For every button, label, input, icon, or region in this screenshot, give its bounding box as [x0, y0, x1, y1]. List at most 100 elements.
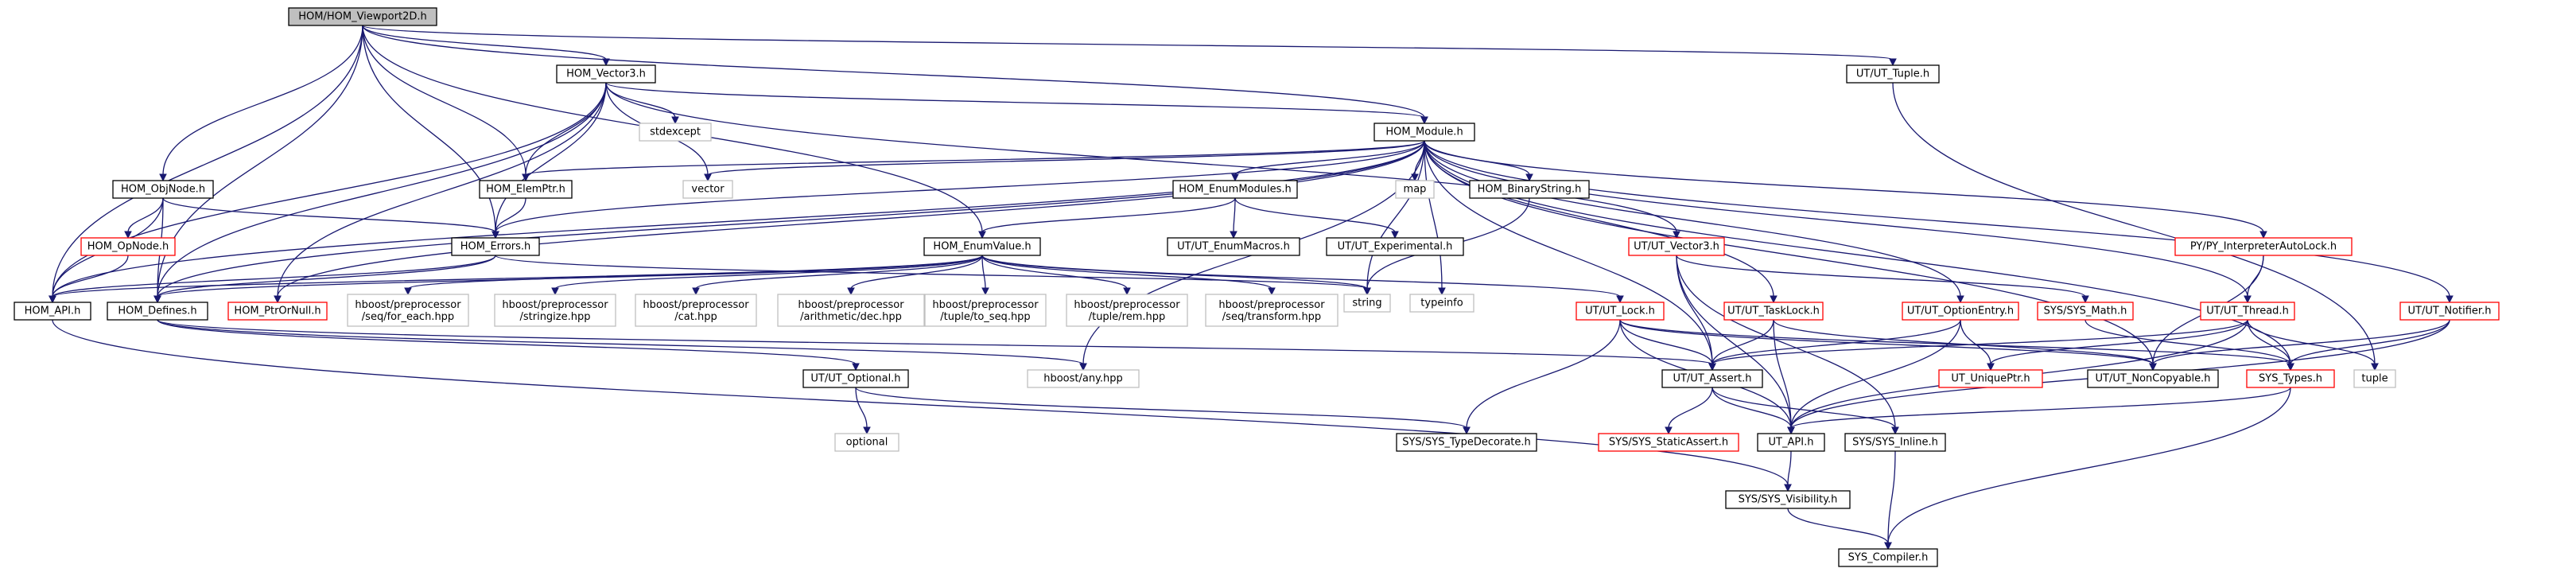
node-opnode[interactable]: HOM_OpNode.h [80, 237, 176, 256]
node-label: HOM/HOM_Viewport2D.h [298, 11, 426, 23]
node-compiler[interactable]: SYS_Compiler.h [1838, 548, 1938, 567]
edge-ut_thread-to-ut_assert [1708, 319, 2248, 372]
node-ut-thread[interactable]: UT/UT_Thread.h [2200, 302, 2295, 321]
node-ut-vector3[interactable]: UT/UT_Vector3.h [1628, 237, 1725, 256]
node-enummodules[interactable]: HOM_EnumModules.h [1172, 180, 1298, 199]
node-label: UT/UT_NonCopyable.h [2096, 373, 2211, 385]
node-vector3[interactable]: HOM_Vector3.h [556, 64, 656, 84]
node-uniqueptr[interactable]: UT_UniquePtr.h [1938, 369, 2043, 388]
edge-interp_lock-to-ut_thread [2244, 255, 2264, 304]
node-sys-types[interactable]: SYS_Types.h [2246, 369, 2335, 388]
node-errors[interactable]: HOM_Errors.h [451, 237, 540, 256]
node-api[interactable]: HOM_API.h [14, 302, 91, 321]
node-label: SYS/SYS_TypeDecorate.h [1402, 437, 1531, 449]
node-label: PY/PY_InterpreterAutoLock.h [2190, 241, 2337, 253]
node-label: UT/UT_Vector3.h [1634, 241, 1719, 253]
node-label: typeinfo [1420, 298, 1463, 309]
node-label: UT/UT_Notifier.h [2408, 306, 2492, 317]
node-label: vector [691, 184, 725, 196]
node-interp-lock[interactable]: PY/PY_InterpreterAutoLock.h [2174, 237, 2353, 256]
edge-ut_assert-to-ut_api [1712, 387, 1795, 435]
node-tasklock[interactable]: UT/UT_TaskLock.h [1723, 302, 1824, 321]
edge-root-to-errors [362, 25, 499, 239]
edge-defines-to-any [157, 319, 1087, 372]
node-noncopyable[interactable]: UT/UT_NonCopyable.h [2087, 369, 2219, 388]
node-ut-optional[interactable]: UT/UT_Optional.h [802, 369, 909, 388]
node-label: UT_API.h [1769, 437, 1814, 449]
node-label: UT/UT_TaskLock.h [1727, 306, 1820, 317]
node-typeinfo[interactable]: typeinfo [1409, 294, 1474, 313]
node-label: HOM_Module.h [1385, 126, 1463, 138]
edge-module-to-typeinfo [1424, 140, 1446, 296]
node-experimental[interactable]: UT/UT_Experimental.h [1326, 237, 1464, 256]
edge-enumvalue-to-pp_toseq [981, 255, 989, 296]
node-pp-transform[interactable]: hboost/preprocessor/seq/transform.hpp [1205, 294, 1339, 327]
node-binarystring[interactable]: HOM_BinaryString.h [1469, 180, 1590, 199]
node-optional[interactable]: optional [834, 433, 899, 452]
node-label: UT/UT_Thread.h [2206, 306, 2289, 317]
edge-ut_assert-to-staticassert [1665, 387, 1713, 435]
edge-ut_lock-to-noncopyable [1619, 319, 2157, 372]
node-label: UT/UT_EnumMacros.h [1177, 241, 1290, 253]
node-label: HOM_API.h [25, 306, 81, 317]
node-ptrornull[interactable]: HOM_PtrOrNull.h [227, 302, 328, 321]
node-vector[interactable]: vector [682, 180, 733, 199]
edge-enumvalue-to-string [981, 255, 1371, 296]
edge-module-to-sys_types [1424, 140, 2294, 372]
node-label: string [1352, 298, 1381, 309]
node-pp-toseq[interactable]: hboost/preprocessor/tuple/to_seq.hpp [924, 294, 1047, 327]
node-ut-lock[interactable]: UT/UT_Lock.h [1576, 302, 1665, 321]
edge-root-to-tuple_ut [362, 25, 1897, 67]
edge-root-to-vector3 [362, 25, 610, 67]
node-map[interactable]: map [1395, 180, 1435, 199]
edge-opnode-to-api [49, 255, 129, 304]
node-string[interactable]: string [1343, 294, 1391, 313]
node-defines[interactable]: HOM_Defines.h [107, 302, 208, 321]
edge-enummodules-to-enummacros [1230, 197, 1237, 239]
node-label: UT/UT_Assert.h [1673, 373, 1751, 385]
node-pp-stringize[interactable]: hboost/preprocessor/stringize.hpp [494, 294, 616, 327]
node-pp-dec[interactable]: hboost/preprocessor/arithmetic/dec.hpp [777, 294, 925, 327]
node-ut-api[interactable]: UT_API.h [1757, 433, 1825, 452]
node-label: UT/UT_Lock.h [1585, 306, 1655, 317]
node-pp-rem[interactable]: hboost/preprocessor/tuple/rem.hpp [1066, 294, 1188, 327]
node-enumvalue[interactable]: HOM_EnumValue.h [923, 237, 1041, 256]
node-pp-cat[interactable]: hboost/preprocessor/cat.hpp [635, 294, 757, 327]
node-any[interactable]: hboost/any.hpp [1027, 369, 1140, 388]
node-label: hboost/preprocessor/cat.hpp [643, 298, 749, 322]
node-label: SYS/SYS_Math.h [2044, 306, 2127, 317]
node-label: UT_UniquePtr.h [1951, 373, 2030, 385]
edge-ut_thread-to-sys_types [2247, 319, 2294, 372]
node-module[interactable]: HOM_Module.h [1373, 123, 1475, 142]
edge-enumvalue-to-ut_lock [981, 255, 1624, 304]
edge-ut_api-to-visibility [1784, 450, 1792, 492]
node-enummacros[interactable]: UT/UT_EnumMacros.h [1167, 237, 1300, 256]
node-label: SYS_Types.h [2259, 373, 2322, 385]
node-label: HOM_PtrOrNull.h [234, 306, 321, 317]
node-sys-inline[interactable]: SYS/SYS_Inline.h [1844, 433, 1946, 452]
edge-visibility-to-compiler [1787, 508, 1892, 551]
node-pp-foreach[interactable]: hboost/preprocessor/seq/for_each.hpp [347, 294, 469, 327]
edge-module-to-binarystring [1424, 140, 1533, 182]
node-tuple[interactable]: tuple [2353, 369, 2396, 388]
node-optionentry[interactable]: UT/UT_OptionEntry.h [1902, 302, 2019, 321]
node-label: stdexcept [650, 126, 701, 138]
edge-vector3-to-elemptr [522, 82, 607, 182]
node-label: hboost/any.hpp [1043, 373, 1123, 385]
node-notifier[interactable]: UT/UT_Notifier.h [2399, 302, 2500, 321]
node-root[interactable]: HOM/HOM_Viewport2D.h [288, 7, 437, 26]
edge-api-to-visibility [52, 319, 1792, 492]
node-tuple-ut[interactable]: UT/UT_Tuple.h [1846, 64, 1940, 84]
node-ut-assert[interactable]: UT/UT_Assert.h [1661, 369, 1763, 388]
edge-enumvalue-to-pp_foreach [404, 255, 983, 296]
node-elemptr[interactable]: HOM_ElemPtr.h [479, 180, 573, 199]
edge-enummodules-to-experimental [1234, 197, 1399, 239]
node-objnode[interactable]: HOM_ObjNode.h [112, 180, 214, 199]
node-label: HOM_Defines.h [118, 306, 196, 317]
node-visibility[interactable]: SYS/SYS_Visibility.h [1725, 490, 1851, 509]
node-stdexcept[interactable]: stdexcept [639, 123, 712, 142]
node-staticassert[interactable]: SYS/SYS_StaticAssert.h [1598, 433, 1739, 452]
node-label: HOM_OpNode.h [87, 241, 169, 253]
node-sys-math[interactable]: SYS/SYS_Math.h [2037, 302, 2134, 321]
node-typedecorate[interactable]: SYS/SYS_TypeDecorate.h [1396, 433, 1537, 452]
